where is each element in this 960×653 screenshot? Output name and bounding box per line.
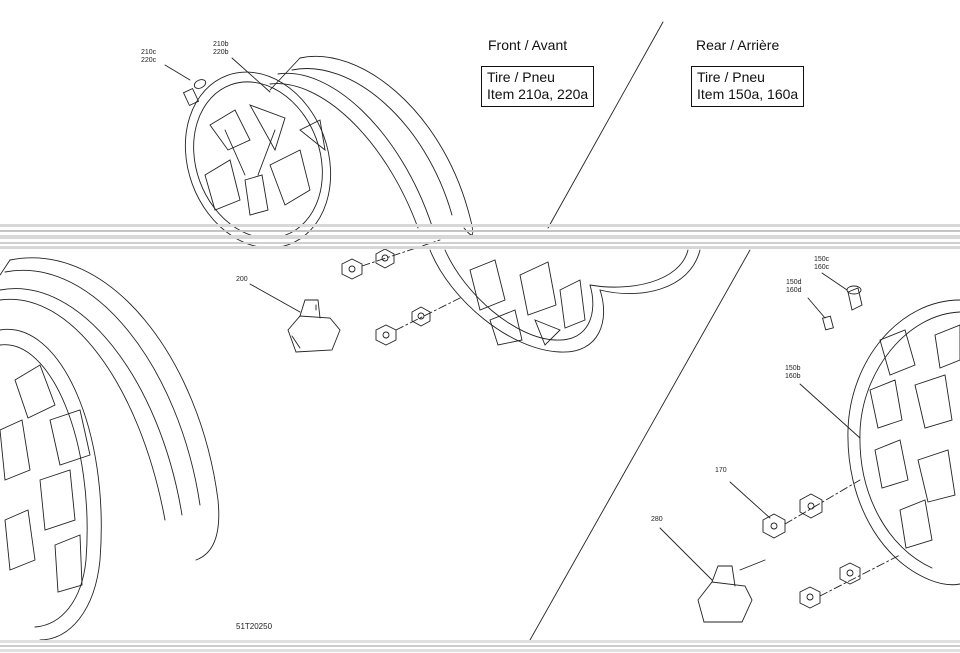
rear-tire-note-line2: Item 150a, 160a (697, 86, 799, 102)
callout-label: 150d (786, 279, 802, 286)
callout-label: 210b (213, 41, 229, 48)
callout-label: 220b (213, 48, 229, 56)
callout-label: 150b (785, 365, 801, 372)
callout-150b-160b: 150b 160b (785, 365, 801, 380)
callout-label: 280 (651, 516, 663, 523)
divider-line-upper (547, 21, 664, 229)
lug-nut-front-1 (341, 258, 363, 280)
lug-nut-front-3 (375, 324, 397, 346)
callout-200: 200 (236, 276, 248, 284)
scan-noise-band-upper (0, 224, 960, 249)
valve-stem-rear (846, 285, 863, 311)
rear-tire-note-line1: Tire / Pneu (697, 69, 765, 85)
callout-210c-220c: 210c 220c (141, 49, 156, 64)
valve-core-rear (822, 315, 834, 331)
lug-nut-rear-2 (799, 493, 823, 519)
rear-tire-note: Tire / Pneu Item 150a, 160a (691, 66, 805, 107)
callout-label: 160b (785, 372, 801, 380)
callout-label: 220c (141, 56, 157, 64)
front-wheel-center (429, 249, 701, 353)
wheel-speed-sensor-front (287, 299, 341, 353)
front-wheel-bottom-left (0, 257, 220, 641)
wheel-speed-sensor-rear (697, 559, 766, 623)
front-tire-note-line2: Item 210a, 220a (487, 86, 589, 102)
callout-170: 170 (715, 467, 727, 475)
rear-heading: Rear / Arrière (696, 37, 780, 53)
callout-280: 280 (651, 516, 663, 524)
front-heading: Front / Avant (488, 37, 568, 53)
divider-line-lower (529, 249, 751, 641)
scan-noise-band-lower (0, 640, 960, 652)
lug-nut-front-4 (411, 306, 431, 327)
front-tire-note: Tire / Pneu Item 210a, 220a (481, 66, 595, 107)
callout-150c-160c: 150c 160c (814, 256, 829, 271)
rear-wheel-right (847, 299, 960, 586)
callout-label: 150c (814, 256, 830, 263)
front-tire-note-line1: Tire / Pneu (487, 69, 555, 85)
callout-label: 200 (236, 276, 248, 283)
callout-210b-220b: 210b 220b (213, 41, 229, 56)
callout-label: 160d (786, 286, 802, 294)
callout-label: 210c (141, 49, 157, 56)
callout-label: 160c (814, 263, 830, 271)
callout-150d-160d: 150d 160d (786, 279, 802, 294)
lug-nut-rear-1 (762, 513, 786, 539)
callout-label: 170 (715, 467, 727, 474)
lug-nut-rear-4 (839, 562, 861, 585)
drawing-code: 51T20250 (236, 622, 273, 631)
lug-nut-rear-3 (799, 586, 821, 609)
valve-stem-front (164, 64, 207, 107)
front-wheel-top (184, 56, 474, 249)
